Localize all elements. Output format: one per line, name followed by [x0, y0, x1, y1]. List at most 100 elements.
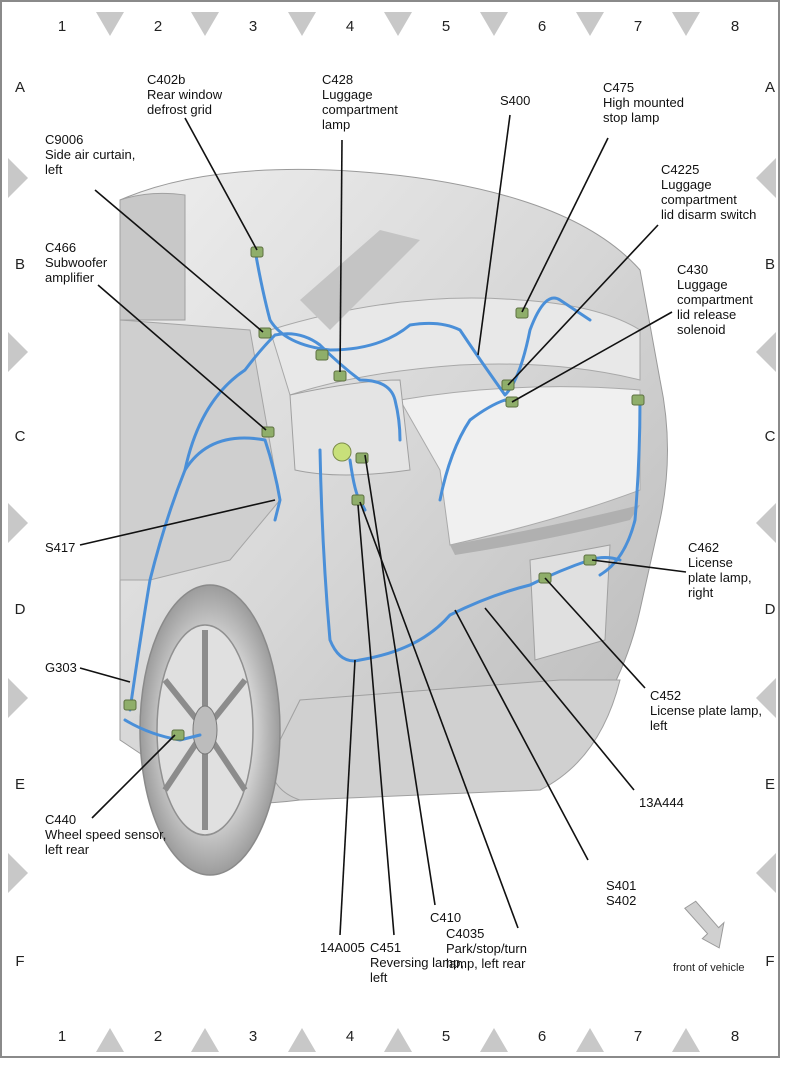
marker-top-6: [576, 12, 604, 36]
marker-left-5: [8, 853, 28, 893]
marker-right-5: [756, 853, 776, 893]
connector-c440: [171, 729, 185, 741]
grid-column-top-6: 6: [537, 18, 547, 35]
harness-segment-3: [183, 332, 402, 472]
grid-row-right-B: B: [764, 256, 775, 273]
connector-c475: [515, 307, 529, 319]
harness-segment-4: [318, 448, 622, 663]
label-c475: C475 High mounted stop lamp: [603, 80, 684, 125]
label-13a444: 13A444: [639, 795, 684, 810]
leader-c428: [339, 139, 343, 373]
grid-row-left-C: C: [14, 428, 26, 445]
label-c451: C451 Reversing lamp, left: [370, 940, 464, 985]
marker-left-2: [8, 332, 28, 372]
grid-row-left-D: D: [14, 601, 26, 618]
label-14a005: 14A005: [320, 940, 365, 955]
marker-bottom-5: [480, 1028, 508, 1052]
label-s400: S400: [500, 93, 531, 108]
marker-top-4: [384, 12, 412, 36]
label-c410: C410: [430, 910, 462, 925]
connector-c402b: [250, 246, 264, 258]
grid-column-top-1: 1: [57, 18, 67, 35]
grid-row-left-F: F: [15, 953, 25, 970]
leader-s417: [79, 499, 276, 546]
grid-row-right-C: C: [764, 428, 776, 445]
leader-c440: [91, 734, 176, 819]
front-of-vehicle-arrow-icon: [684, 900, 725, 949]
grid-row-left-A: A: [14, 79, 25, 96]
marker-top-2: [191, 12, 219, 36]
marker-top-1: [96, 12, 124, 36]
grid-column-bottom-4: 4: [345, 1028, 355, 1045]
marker-left-1: [8, 158, 28, 198]
marker-bottom-6: [576, 1028, 604, 1052]
leader-c466: [97, 284, 267, 431]
grid-column-bottom-6: 6: [537, 1028, 547, 1045]
grid-column-top-2: 2: [153, 18, 163, 35]
marker-top-5: [480, 12, 508, 36]
label-c9006: C9006 Side air curtain, left: [45, 132, 136, 177]
harness-segment-1: [253, 248, 592, 397]
leader-c4225: [507, 224, 659, 386]
grid-row-right-D: D: [764, 601, 776, 618]
leader-c451: [357, 504, 395, 936]
label-c428: C428 Luggage compartment lamp: [322, 72, 398, 132]
connector-c451: [351, 494, 365, 506]
label-c402b: C402b Rear window defrost grid: [147, 72, 223, 117]
connector-g303: [123, 699, 137, 711]
label-s401-s402: S401 S402: [606, 878, 637, 908]
leader-c402b: [184, 117, 258, 251]
harness-segment-6: [438, 398, 514, 502]
grid-row-right-E: E: [764, 776, 775, 793]
marker-right-1: [756, 158, 776, 198]
label-g303: G303: [45, 660, 77, 675]
connector-c428: [333, 370, 347, 382]
marker-left-3: [8, 503, 28, 543]
grid-column-top-3: 3: [248, 18, 258, 35]
grid-border-markers: [8, 12, 776, 1052]
grid-column-bottom-1: 1: [57, 1028, 67, 1045]
marker-right-4: [756, 678, 776, 718]
leader-c410: [364, 454, 436, 906]
label-c466: C466 Subwoofer amplifier: [45, 240, 108, 285]
leader-c475: [521, 137, 609, 313]
marker-right-2: [756, 332, 776, 372]
leader-c9006: [94, 189, 264, 333]
grid-column-bottom-8: 8: [730, 1028, 740, 1045]
marker-bottom-2: [191, 1028, 219, 1052]
grid-column-top-4: 4: [345, 18, 355, 35]
label-c4225: C4225 Luggage compartment lid disarm swi…: [661, 162, 757, 222]
grid-column-top-5: 5: [441, 18, 451, 35]
leader-c462: [591, 559, 687, 573]
marker-bottom-4: [384, 1028, 412, 1052]
label-c430: C430 Luggage compartment lid release sol…: [677, 262, 753, 337]
left-rear-wheel: [139, 584, 281, 876]
label-c440: C440 Wheel speed sensor, left rear: [45, 812, 167, 857]
marker-bottom-7: [672, 1028, 700, 1052]
label-c462: C462 License plate lamp, right: [688, 540, 752, 600]
leader-13a444: [484, 607, 635, 791]
grid-row-left-B: B: [14, 256, 25, 273]
leader-c430: [511, 311, 673, 403]
grid-row-left-E: E: [14, 776, 25, 793]
marker-right-3: [756, 503, 776, 543]
grid-column-bottom-3: 3: [248, 1028, 258, 1045]
grid-row-right-A: A: [764, 79, 775, 96]
marker-top-7: [672, 12, 700, 36]
label-c452: C452 License plate lamp, left: [650, 688, 763, 733]
connector-near-c428: [315, 349, 329, 361]
label-s417: S417: [45, 540, 76, 555]
label-c4035: C4035 Park/stop/turn lamp, left rear: [446, 926, 527, 971]
grid-column-top-7: 7: [633, 18, 643, 35]
label-front-of-vehicle: front of vehicle: [673, 962, 745, 974]
grid-row-right-F: F: [765, 953, 775, 970]
grid-column-top-8: 8: [730, 18, 740, 35]
marker-bottom-3: [288, 1028, 316, 1052]
leader-c452: [544, 577, 646, 689]
connector-right-lamp: [631, 394, 645, 406]
wiring-harness: [123, 248, 642, 742]
grid-column-bottom-5: 5: [441, 1028, 451, 1045]
leader-c4035: [359, 501, 519, 929]
grid-column-bottom-2: 2: [153, 1028, 163, 1045]
